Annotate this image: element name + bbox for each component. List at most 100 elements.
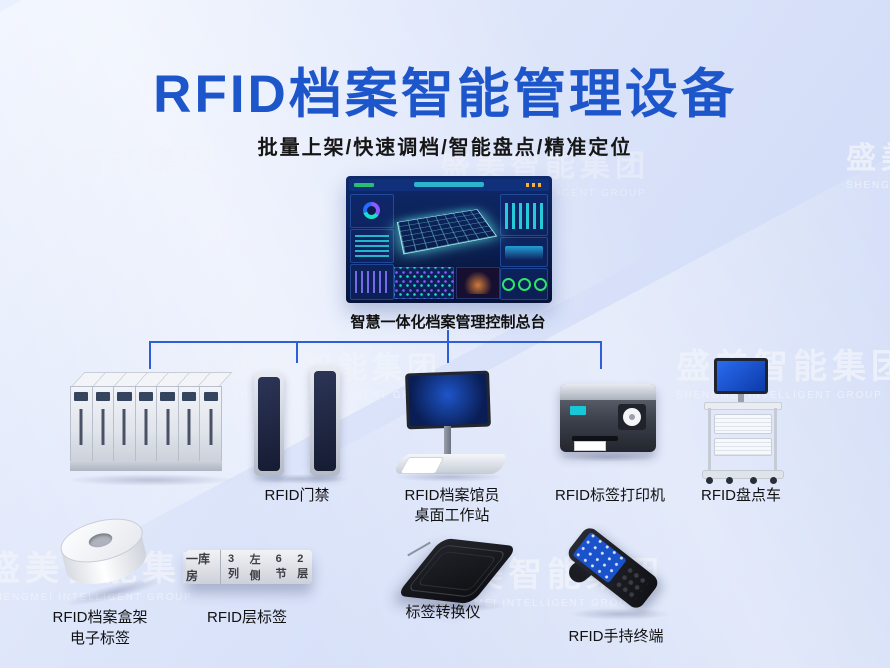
watermark-en: SHENGMEI INTELLIGENT GROUP xyxy=(846,179,890,191)
ring-indicator xyxy=(501,277,515,291)
bay-handle xyxy=(187,409,191,445)
gate-panel-inner xyxy=(258,377,280,471)
bay-handle xyxy=(166,409,170,445)
cart-pole-left xyxy=(708,408,711,472)
ring-indicator xyxy=(533,277,547,291)
bay-handle xyxy=(122,409,126,445)
workstation-shadow xyxy=(394,472,504,482)
console-3d-map-zone xyxy=(394,194,498,266)
console-dot-matrix-panel xyxy=(394,267,454,299)
caption-roll-line2: 电子标签 xyxy=(69,630,130,647)
connector-drop-workstation xyxy=(447,341,449,363)
cart-basket-lower xyxy=(714,438,772,456)
console-screenshot xyxy=(346,176,552,303)
tag-room: 一库房 xyxy=(186,550,221,584)
cart-wheel xyxy=(726,477,733,484)
watermark-cn: 盛美智能集团 xyxy=(676,348,890,386)
shelving-bay xyxy=(71,387,93,461)
caption-handheld: RFID手持终端 xyxy=(568,628,664,645)
cart-top-shelf xyxy=(704,402,782,410)
cart-monitor xyxy=(714,358,768,394)
label-roll-hole xyxy=(629,414,635,420)
donut-hole xyxy=(367,206,376,215)
watermark-cn: 盛美智能集团 xyxy=(846,142,890,175)
bar-chart xyxy=(505,203,543,229)
connector-drop-gate xyxy=(296,341,298,363)
tag-side: 左侧 xyxy=(249,554,261,582)
bay-label-plate xyxy=(117,392,132,401)
watermark-en: SHENGMEI INTELLIGENT GROUP xyxy=(6,183,213,195)
shelving-front xyxy=(70,386,222,462)
cart-wheel xyxy=(770,477,777,484)
handheld-shadow xyxy=(570,608,670,620)
rfid-gate-image xyxy=(250,366,350,484)
console-wave-panel xyxy=(500,237,548,267)
watermark: 盛美智能集团 SHENGMEI INTELLIGENT GROUP xyxy=(676,348,890,402)
cart-wheel xyxy=(750,477,757,484)
connector-drop-shelving xyxy=(149,341,151,369)
donut-chart xyxy=(363,202,380,219)
connector-horizontal xyxy=(150,341,602,343)
bay-label-plate xyxy=(160,392,175,401)
printer-lid xyxy=(560,384,656,400)
handheld-terminal-image xyxy=(560,524,675,620)
watermark: 盛美智能集团 SHENGMEI INTELLIGENT GROUP xyxy=(846,142,890,191)
shelving-bay xyxy=(200,387,222,461)
workstation-display xyxy=(408,373,488,427)
bay-label-plate xyxy=(181,392,197,401)
area-chart xyxy=(505,246,543,260)
workstation-screen xyxy=(405,370,491,430)
bay-handle xyxy=(209,409,213,445)
cart-monitor-neck xyxy=(738,394,744,402)
caption-shelf-label: RFID层标签 xyxy=(207,609,287,626)
cart-base xyxy=(702,470,784,479)
printer-screen xyxy=(570,406,586,415)
shelving-bay xyxy=(114,387,136,461)
shelf-tag-plate: 一库房 3列 左侧 6节 2层 xyxy=(186,550,312,584)
gate-shadow xyxy=(250,474,350,484)
converter-pad xyxy=(395,537,519,605)
console-caption: 智慧一体化档案管理控制总台 xyxy=(350,314,546,331)
tag-layer: 2层 xyxy=(297,553,309,580)
shelf-layer-tag-image: 一库房 3列 左侧 6节 2层 xyxy=(186,550,312,590)
photo-glow xyxy=(461,272,495,294)
converter-groove-inner xyxy=(416,551,498,591)
console-photo-panel xyxy=(456,267,500,299)
gate-panel-right xyxy=(310,366,340,476)
printed-label xyxy=(574,441,606,451)
tag-column: 3列 xyxy=(227,553,239,580)
console-title-bar xyxy=(414,182,484,187)
bay-label-plate xyxy=(95,392,111,401)
label-printer-image xyxy=(558,378,660,464)
console-vbars-panel xyxy=(500,194,548,236)
caption-gate: RFID门禁 xyxy=(264,487,330,504)
printer-roll-window xyxy=(618,404,646,430)
gate-panel-inner xyxy=(314,371,336,471)
shelving-bay xyxy=(157,387,179,461)
bay-label-plate xyxy=(138,392,154,401)
caption-workstation-line2: 桌面工作站 xyxy=(414,507,490,524)
shelving-bay xyxy=(178,387,201,461)
archive-3d-floorplan xyxy=(396,209,498,255)
printer-shadow xyxy=(558,452,658,462)
bay-label-plate xyxy=(203,392,218,401)
watermark-en: SHENGMEI INTELLIGENT GROUP xyxy=(676,390,883,402)
page-subtitle: 批量上架/快速调档/智能盘点/精准定位 xyxy=(257,137,633,159)
line-chart xyxy=(355,271,389,293)
console-header-dots xyxy=(526,183,544,187)
desktop-workstation-image xyxy=(392,368,510,482)
label-roll xyxy=(623,408,641,426)
console-rings-panel xyxy=(500,268,548,300)
cart-basket-upper xyxy=(714,414,772,434)
console-status-tag xyxy=(354,183,374,187)
bay-handle xyxy=(144,409,148,445)
workstation-arm xyxy=(444,426,451,456)
shelving-bay xyxy=(135,387,158,461)
compact-shelving-image xyxy=(66,372,238,490)
shelving-bay xyxy=(92,387,115,461)
shelving-shadow xyxy=(66,474,236,486)
gate-panel-left xyxy=(254,372,284,476)
connector-drop-printer xyxy=(600,341,602,369)
console-donut-panel xyxy=(350,194,394,228)
